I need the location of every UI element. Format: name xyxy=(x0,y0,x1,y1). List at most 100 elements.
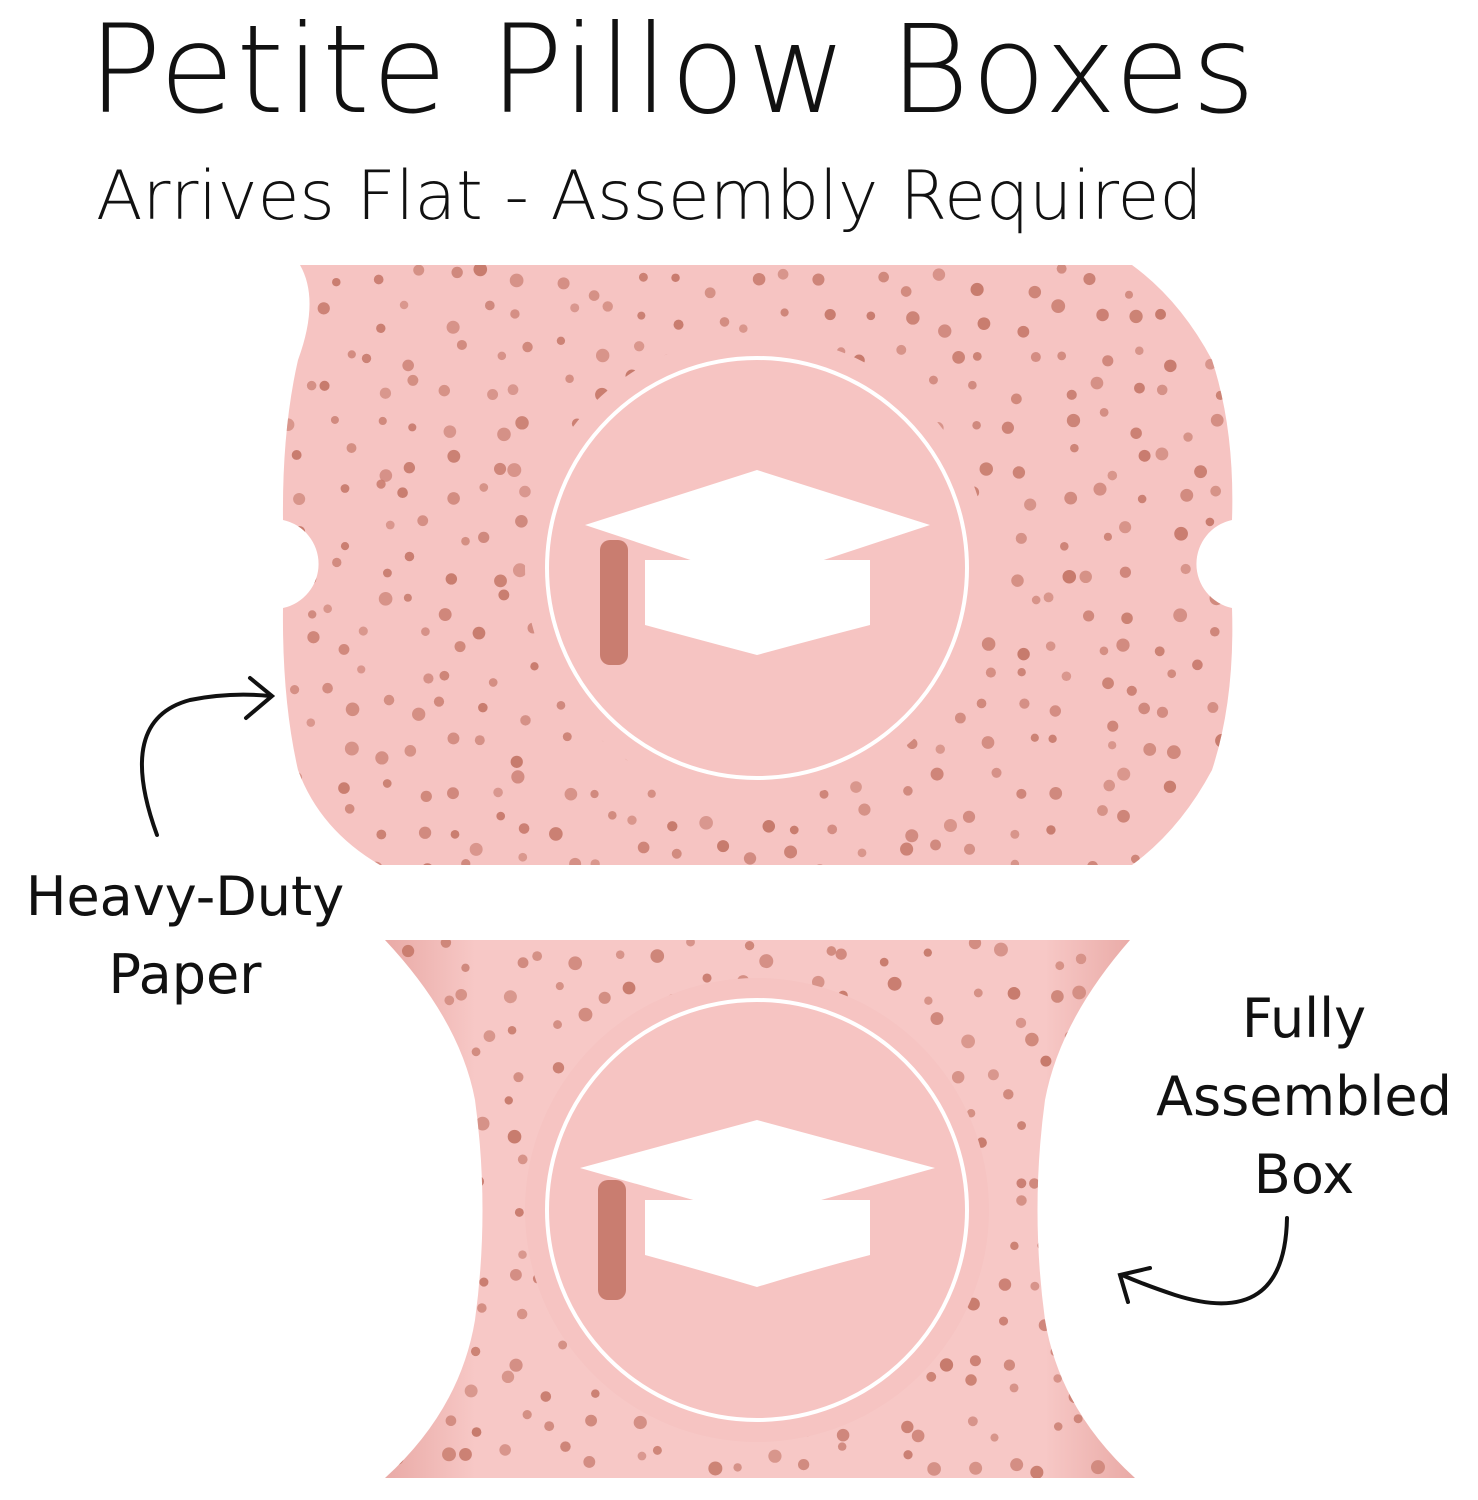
glitter-dot xyxy=(361,353,372,364)
glitter-dot xyxy=(454,641,466,653)
glitter-dot xyxy=(479,483,489,492)
glitter-dot xyxy=(430,1015,441,1027)
glitter-dot xyxy=(1030,1465,1044,1478)
glitter-dot xyxy=(357,665,366,674)
glitter-dot xyxy=(1051,990,1064,1003)
callout-line: Fully xyxy=(1241,987,1367,1050)
glitter-dot xyxy=(1194,465,1208,479)
glitter-dot xyxy=(1017,325,1030,338)
glitter-dot xyxy=(1155,308,1166,320)
glitter-dot xyxy=(451,266,463,279)
glitter-dot xyxy=(511,770,525,784)
glitter-dot xyxy=(385,1263,394,1276)
glitter-dot xyxy=(470,1249,479,1258)
arrow-to-flat-box xyxy=(139,692,272,837)
glitter-dot xyxy=(439,670,450,681)
glitter-dot xyxy=(418,826,432,839)
glitter-dot xyxy=(560,1441,571,1452)
glitter-dot xyxy=(565,374,574,384)
glitter-dot xyxy=(1083,272,1096,286)
glitter-dot xyxy=(1135,346,1144,356)
glitter-dot xyxy=(1072,985,1086,1000)
callout-line: Paper xyxy=(108,943,262,1006)
glitter-dot xyxy=(509,1268,522,1281)
glitter-dot xyxy=(330,415,339,424)
glitter-dot xyxy=(1017,1121,1027,1130)
title: Petite Pillow Boxes xyxy=(88,0,1258,141)
glitter-dot xyxy=(926,1371,937,1382)
glitter-dot xyxy=(520,715,531,726)
glitter-dot xyxy=(344,741,359,756)
glitter-dot xyxy=(1062,569,1077,584)
glitter-dot xyxy=(977,317,991,331)
glitter-dot xyxy=(532,951,543,962)
glitter-dot xyxy=(395,1423,405,1432)
glitter-dot xyxy=(412,707,426,721)
glitter-dot xyxy=(583,1456,596,1468)
glitter-dot xyxy=(416,1283,431,1297)
glitter-dot xyxy=(564,787,578,801)
glitter-dot xyxy=(1130,427,1142,439)
glitter-dot xyxy=(1083,610,1095,622)
glitter-dot xyxy=(388,1190,400,1203)
glitter-dot xyxy=(591,1389,600,1398)
glitter-dot xyxy=(462,1106,476,1119)
glitter-dot xyxy=(455,988,468,1001)
glitter-dot xyxy=(987,1069,999,1081)
glitter-dot xyxy=(590,789,599,799)
glitter-dot xyxy=(952,350,965,364)
glitter-dot xyxy=(443,425,457,438)
glitter-dot xyxy=(927,1462,941,1476)
glitter-dot xyxy=(1177,849,1190,861)
glitter-dot xyxy=(1073,1414,1083,1424)
glitter-dot xyxy=(1099,408,1109,417)
glitter-dot xyxy=(627,815,637,825)
glitter-dot xyxy=(552,1062,565,1074)
glitter-dot xyxy=(544,1421,555,1432)
glitter-dot xyxy=(1117,1172,1129,1184)
glitter-dot xyxy=(390,1451,404,1465)
glitter-dot xyxy=(413,265,425,276)
glitter-dot xyxy=(407,374,419,386)
glitter-dot xyxy=(306,380,317,391)
glitter-dot xyxy=(1209,591,1224,606)
glitter-dot xyxy=(608,811,617,820)
glitter-dot xyxy=(972,351,982,361)
glitter-dot xyxy=(969,1355,981,1367)
glitter-dot xyxy=(1192,659,1203,671)
callout-line: Heavy-Duty xyxy=(25,865,345,928)
glitter-dot xyxy=(906,311,920,325)
glitter-dot xyxy=(306,718,316,727)
glitter-dot xyxy=(759,954,774,969)
arrow-to-assembled-box xyxy=(1120,1216,1289,1306)
glitter-dot xyxy=(555,982,564,991)
glitter-dot xyxy=(558,1340,568,1350)
glitter-dot xyxy=(1010,393,1022,405)
glitter-dot xyxy=(399,300,409,310)
glitter-dot xyxy=(478,702,488,713)
glitter-dot xyxy=(717,840,730,853)
glitter-dot xyxy=(1072,1065,1086,1079)
glitter-dot xyxy=(345,702,360,717)
glitter-dot xyxy=(972,420,981,430)
glitter-dot xyxy=(382,779,392,788)
glitter-dot xyxy=(1164,359,1177,373)
glitter-dot xyxy=(1010,1241,1019,1251)
glitter-dot xyxy=(420,790,432,802)
glitter-dot xyxy=(819,789,829,799)
glitter-dot xyxy=(434,1048,444,1058)
glitter-dot xyxy=(1057,351,1067,361)
glitter-dot xyxy=(671,848,682,859)
glitter-dot xyxy=(1210,413,1224,427)
glitter-dot xyxy=(1075,953,1087,965)
glitter-dot xyxy=(286,349,296,360)
glitter-dot xyxy=(1166,745,1181,760)
glitter-dot xyxy=(1180,563,1191,575)
wreath-icon xyxy=(545,998,969,1422)
glitter-dot xyxy=(1155,447,1169,461)
glitter-dot xyxy=(1003,1089,1014,1100)
glitter-dot xyxy=(777,268,789,280)
callout-line: Assembled xyxy=(1156,1065,1452,1128)
glitter-dot xyxy=(1205,358,1216,370)
glitter-dot xyxy=(461,963,470,972)
